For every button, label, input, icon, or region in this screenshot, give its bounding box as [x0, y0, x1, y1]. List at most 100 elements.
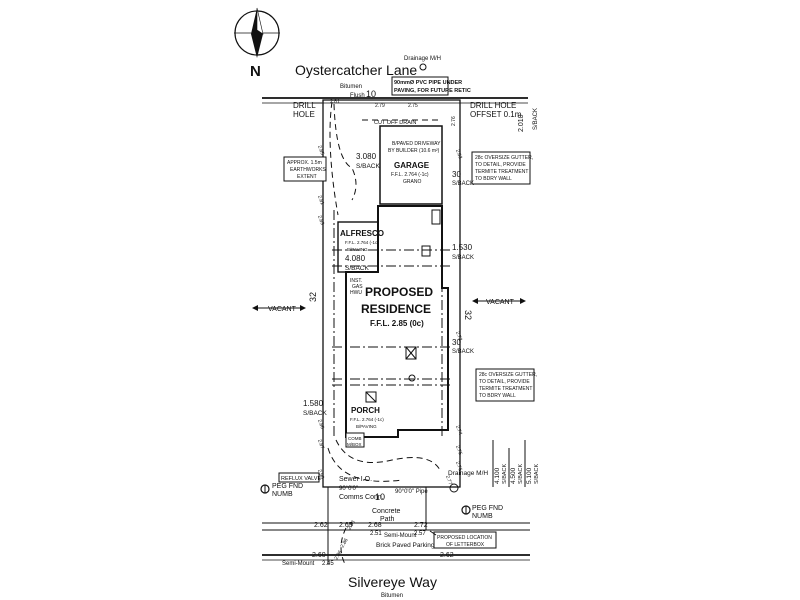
level-b6: 2.68 [368, 522, 382, 529]
bottom-street-surface: Bitumen [381, 593, 403, 599]
setback-4100-value: 4.100 [494, 467, 501, 484]
garage-label: GARAGE [394, 161, 430, 170]
level-b2: 2.86 [340, 537, 350, 549]
comb-label-1: COMB [348, 436, 362, 441]
level-b8: 2.51 [370, 531, 382, 537]
top-street-surface: Bitumen [340, 84, 362, 90]
inst-label-2: GAS [352, 284, 363, 290]
setback-1530-label: S/BACK [452, 255, 474, 261]
level-right-3: 2.74 [454, 425, 463, 436]
level-b11: 2.62 [440, 552, 454, 559]
setback-top-right-label: S/BACK [533, 108, 539, 130]
gutter-note-bottom-line-4: TO BDRY WALL [479, 393, 516, 399]
bottom-street-name: Silvereye Way [348, 574, 437, 590]
level-b5: 2.65 [339, 522, 353, 529]
gutter-note-top-line-1: 28c OVERSIZE GUTTER, [475, 155, 533, 161]
driveway-note-line-2: BY BUILDER (10.6 m²) [388, 148, 440, 154]
setback-1580-label: S/BACK [303, 410, 328, 417]
frontage-top: 10 [366, 89, 376, 99]
drill-hole-left-line-2: HOLE [293, 110, 315, 119]
setback-5100-value: 5.100 [526, 467, 533, 484]
setback-3080-label: S/BACK [356, 163, 381, 170]
setback-4080-value: 4.080 [345, 254, 366, 263]
setback-4500-value: 4.500 [510, 467, 517, 484]
residence-label-line-1: PROPOSED [365, 285, 433, 299]
garage-grano: GRANO [403, 179, 421, 185]
gutter-note-bottom-line-3: TERMITE TREATMENT [479, 386, 532, 392]
level-top-flush: 2.79 [375, 103, 385, 109]
drill-hole-left-line-1: DRILL [293, 101, 316, 110]
pvc-note-box [391, 76, 449, 96]
level-b4: 2.62 [314, 522, 328, 529]
residence-label-line-2: RESIDENCE [361, 302, 431, 316]
reflux-valve-box [278, 472, 320, 483]
earthworks-note-line-2: EARTHWORKS [290, 167, 326, 173]
setback-3080-value: 3.080 [356, 152, 377, 161]
gutter-note-top-line-3: TERMITE TREATMENT [475, 169, 528, 175]
setback-5100-label: S/BACK [534, 463, 540, 484]
alfresco-label: ALFRESCO [340, 229, 384, 238]
level-b9: 2.57 [414, 531, 426, 537]
north-arrow-icon [234, 7, 280, 58]
garage-outline [379, 125, 443, 205]
earthworks-note-line-1: APPROX. 1.5m [287, 160, 322, 166]
setback-30-mid-label: S/BACK [452, 349, 474, 355]
peg-right-line-1: PEG FND [472, 505, 503, 512]
garage-ffl: F.F.L. 2.764 (-1c) [391, 172, 429, 178]
gutter-note-top-box [471, 151, 531, 185]
north-label: N [250, 63, 261, 80]
driveway-note-line-1: B/PAVED DRIVEWAY [392, 141, 441, 147]
setback-4500-label: S/BACK [518, 463, 524, 484]
level-top-mid: 2.75 [408, 103, 418, 109]
gutter-note-top-line-4: TO BDRY WALL [475, 176, 512, 182]
gutter-note-top-line-2: TO DETAIL, PROVIDE [475, 162, 526, 168]
porch-paving: B/PAVING [356, 424, 377, 429]
drill-hole-right-line-2: OFFSET 0.1m [470, 110, 522, 119]
level-left-4: 2.86 [316, 419, 325, 430]
sewer-io-label: Sewer I.O. [339, 476, 372, 483]
semi-mount-mid: Semi-Mount [384, 533, 417, 539]
gutter-note-bottom-box [475, 368, 535, 402]
level-b1: 2.83 [347, 519, 357, 531]
concrete-label-2: Path [380, 516, 395, 523]
comms-label: Comms Conn. [339, 494, 384, 501]
semi-mount-left: Semi-Mount [282, 561, 315, 567]
top-street-name: Oystercatcher Lane [295, 62, 417, 78]
gutter-note-bottom-line-1: 28c OVERSIZE GUTTER, [479, 372, 537, 378]
earthworks-note-box [283, 156, 327, 182]
depth-right: 32 [463, 310, 473, 320]
drainage-bottom-label: Drainage M/H [448, 470, 488, 477]
level-right-5: 2.76 [454, 461, 463, 472]
setback-1580-value: 1.580 [303, 399, 324, 408]
setback-top-right-value: 2.010 [518, 114, 525, 132]
flush-top-label: Flush [350, 93, 365, 99]
drainage-top-label: Drainage M/H [404, 56, 441, 62]
level-left-6: 2.90 [316, 469, 325, 480]
setback-30-top-label: S/BACK [452, 181, 474, 187]
vacant-right-label: VACANT [486, 299, 515, 306]
level-b10: 2.60 [312, 552, 326, 559]
letterbox-note-box [433, 531, 497, 549]
earthworks-note-line-3: EXTENT [297, 174, 317, 180]
setback-4080-label: S/BACK [345, 265, 370, 272]
letterbox-line-1: PROPOSED LOCATION [437, 535, 492, 541]
depth-left: 32 [308, 292, 318, 302]
level-right-1: 2.63 [454, 149, 463, 160]
level-b7: 2.72 [414, 522, 428, 529]
level-right-2: 2.72 [454, 331, 463, 342]
level-left-2: 2.81 [316, 195, 325, 206]
level-right-6: 2.77 [444, 475, 453, 486]
drill-hole-right-line-1: DRILL HOLE [470, 101, 516, 110]
letterbox-line-2: OF LETTERBOX [446, 542, 485, 548]
level-left-5: 2.87 [316, 439, 325, 450]
setback-30-mid-value: 30 [452, 338, 461, 347]
angle-right-label: 90°0'0" Pipe [395, 489, 428, 495]
level-left-3: 2.83 [316, 215, 325, 226]
inst-label-1: INST. [350, 278, 362, 284]
level-right-4: 2.75 [454, 445, 463, 456]
comb-mbox [345, 432, 365, 448]
porch-label: PORCH [351, 406, 380, 415]
setback-4100-label: S/BACK [502, 463, 508, 484]
residence-ffl: F.F.L. 2.85 (0c) [370, 319, 424, 328]
frontage-bottom: 10 [375, 492, 385, 502]
